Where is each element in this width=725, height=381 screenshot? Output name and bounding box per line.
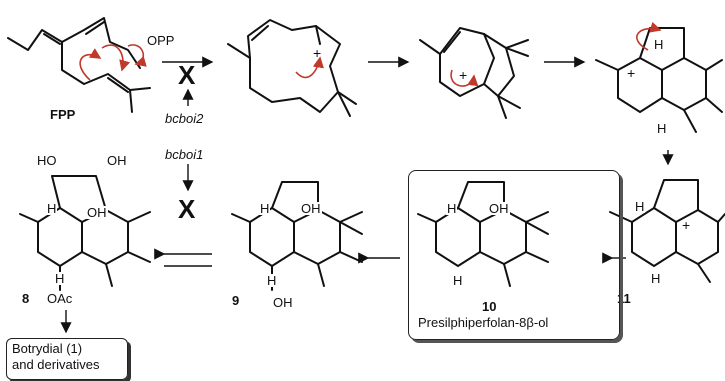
compound-9-structure xyxy=(231,181,363,291)
c11-h-top: H xyxy=(634,199,646,214)
botrydial-box xyxy=(6,338,128,380)
blocked-mark-lower: X xyxy=(178,194,196,224)
compound-10-box xyxy=(408,170,620,340)
intermediate-tricyclic xyxy=(595,21,723,133)
cation-11 xyxy=(609,179,725,283)
c8-hydroxyl-right: OH xyxy=(106,153,128,168)
gene-bcboi2: bcboi2 xyxy=(165,111,204,126)
c10-hydroxyl: OH xyxy=(488,201,510,216)
c9-label: 9 xyxy=(232,293,240,308)
c10-h-bottom: H xyxy=(452,273,464,288)
cation-charge: + xyxy=(627,65,636,81)
c10-name: Presilphiperfolan-8β-ol xyxy=(418,315,549,330)
c8-h-top: H xyxy=(46,201,58,216)
c11-label: 11 xyxy=(617,291,631,306)
c10-h-top: H xyxy=(446,201,458,216)
fpp-leaving-group: OPP xyxy=(146,33,176,48)
intermediate-bicyclic xyxy=(419,27,529,119)
int3-h-bottom: H xyxy=(656,121,668,136)
int3-h-top: H xyxy=(653,37,665,52)
compound-8-structure xyxy=(19,175,151,291)
c8-label: 8 xyxy=(22,291,30,306)
c9-h-bottom: H xyxy=(266,273,278,288)
botrydial-line2: and derivatives xyxy=(12,357,100,372)
c9-hydroxyl-top: OH xyxy=(300,201,322,216)
intermediate-macrocycle xyxy=(227,19,357,117)
c8-h-bottom: H xyxy=(54,271,66,286)
c8-hydroxyl-center: OH xyxy=(86,205,108,220)
c9-hydroxyl-bottom: OH xyxy=(272,295,294,310)
botrydial-line1: Botrydial (1) xyxy=(12,341,83,356)
cation-charge: + xyxy=(682,217,691,233)
gene-bcboi1: bcboi1 xyxy=(165,147,204,162)
c9-h-top: H xyxy=(259,201,271,216)
c10-label: 10 xyxy=(482,299,497,314)
fpp-label: FPP xyxy=(50,107,76,122)
c8-acetate: OAc xyxy=(46,291,74,306)
cation-charge: + xyxy=(459,67,468,83)
compound-10-structure xyxy=(417,181,549,287)
cation-charge: + xyxy=(313,45,322,61)
fpp-structure xyxy=(7,17,151,113)
blocked-mark-upper: X xyxy=(178,60,196,90)
c8-hydroxyl-left: HO xyxy=(36,153,58,168)
c11-h-bottom: H xyxy=(650,271,662,286)
